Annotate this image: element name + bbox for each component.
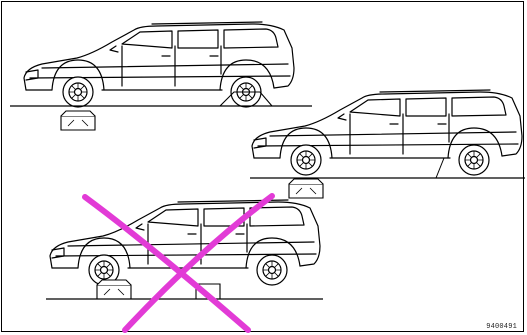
front-wheel [63, 77, 93, 107]
front-wheel [291, 145, 321, 175]
rear-wheel [257, 255, 287, 285]
incorrect-lift-example [46, 200, 323, 299]
axle-stand [97, 280, 131, 299]
axle-stand [289, 179, 323, 198]
correct-lift-example-1 [10, 22, 312, 130]
axle-stand [61, 111, 95, 130]
rear-wheel [459, 145, 489, 175]
figure-reference-code: 9400491 [486, 323, 517, 331]
